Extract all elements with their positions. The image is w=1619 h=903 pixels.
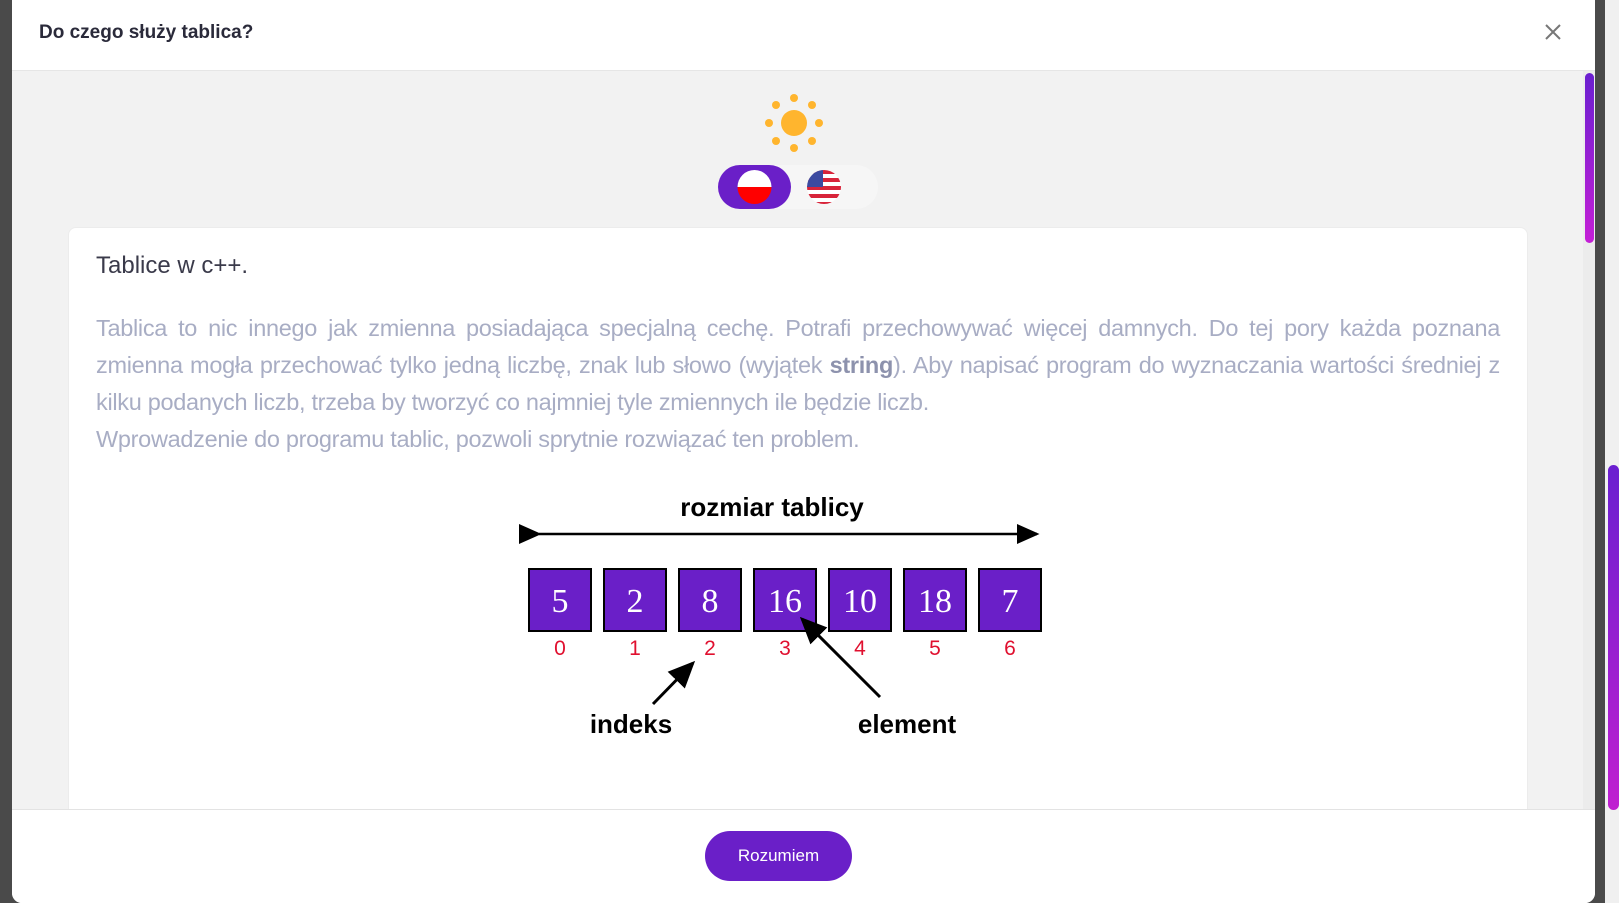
language-switch [718,165,878,209]
array-index-label: 2 [704,637,716,660]
array-element-value: 5 [552,583,569,620]
index-arrow [651,660,696,706]
array-element-value: 18 [918,583,952,620]
dialog-header: Do czego służy tablica? [12,0,1595,71]
array-index-label: 0 [554,637,566,660]
content-card: Tablice w c++. Tablica to nic innego jak… [68,227,1528,809]
array-element-box [678,568,742,632]
array-index-label: 6 [1004,637,1016,660]
confirm-button[interactable]: Rozumiem [705,831,852,881]
array-element-box [528,568,592,632]
paragraph-part: ). Aby napisać program do wyznaczania wa… [96,352,1500,415]
array-element-box [978,568,1042,632]
page-scrollbar[interactable] [1605,0,1619,903]
section-heading: Tablice w c++. [96,252,249,279]
array-index-label: 4 [854,637,866,660]
array-element-box [828,568,892,632]
array-size-label: rozmiar tablicy [680,492,864,522]
paragraph-2: Wprowadzenie do programu tablic, pozwoli… [96,426,860,452]
dialog: Do czego służy tablica? [12,0,1595,903]
dialog-body: Tablice w c++. Tablica to nic innego jak… [12,71,1595,809]
sun-icon[interactable] [764,93,824,153]
array-element-value: 7 [1002,583,1019,620]
array-element-value: 16 [768,583,802,620]
dialog-footer: Rozumiem [12,809,1595,903]
element-label: element [858,709,957,739]
index-label: indeks [590,709,672,739]
dialog-scrollbar-thumb[interactable] [1585,73,1594,243]
array-element-value: 2 [627,583,644,620]
array-index-label: 5 [929,637,941,660]
description-text: Tablica to nic innego jak zmienna posiad… [96,310,1500,458]
array-element-box [903,568,967,632]
paragraph-part: Tablica to nic innego jak zmienna posiad… [96,315,1500,378]
us-flag-icon[interactable] [806,169,842,205]
array-element-value: 10 [843,583,877,620]
array-index-label: 1 [629,637,641,660]
keyword-string: string [829,352,894,378]
language-pl-button[interactable] [718,165,791,209]
dialog-title: Do czego służy tablica? [39,22,254,43]
poland-flag-icon [737,170,772,204]
array-element-value: 8 [702,583,719,620]
array-index-label: 3 [779,637,791,660]
page-scrollbar-thumb[interactable] [1608,465,1619,810]
element-arrow [799,616,882,699]
dialog-scrollbar[interactable] [1583,71,1595,809]
close-icon[interactable] [1541,20,1565,44]
array-element-box [603,568,667,632]
